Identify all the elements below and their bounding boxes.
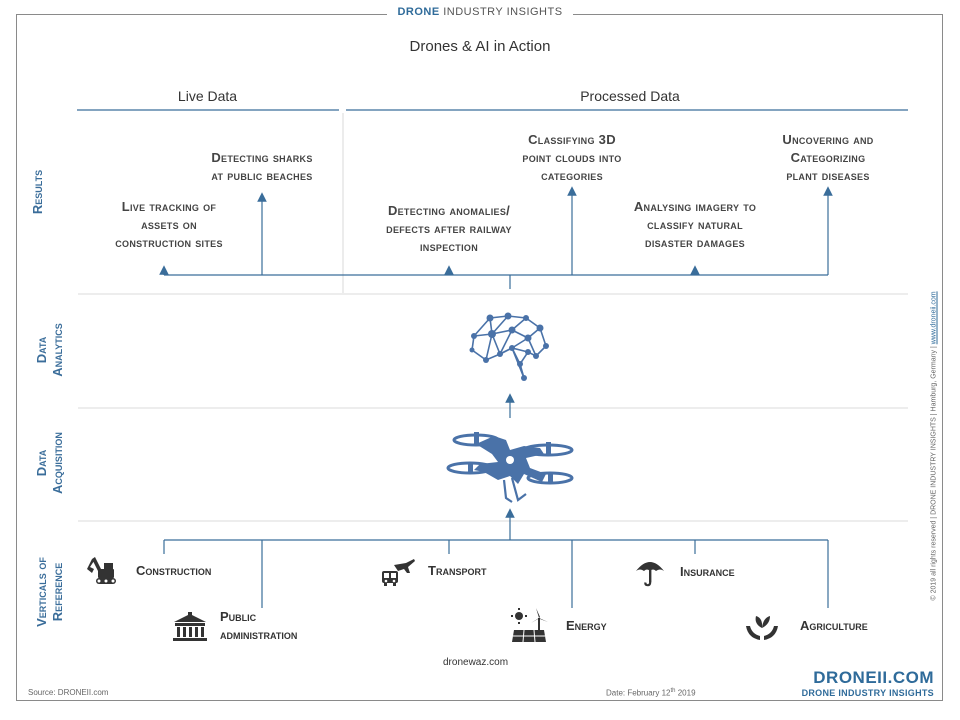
- result-line: Uncovering and: [782, 132, 874, 147]
- copyright-text: © 2019 all rights reserved | DRONE INDUS…: [930, 344, 938, 601]
- logo-sub-text: DRONE INDUSTRY INSIGHTS: [801, 688, 934, 698]
- vertical-transport: Transport: [428, 563, 487, 578]
- result-line: assets on: [141, 217, 197, 232]
- date-suffix: th: [670, 688, 676, 694]
- result-line: Classifying 3D: [528, 132, 616, 147]
- plant-hands-icon: [746, 616, 778, 640]
- result-line: plant diseases: [786, 168, 870, 183]
- solar-wind-icon: [511, 608, 548, 643]
- result-line: categories: [541, 168, 603, 183]
- result-plant-diseases: Uncovering and Categorizing plant diseas…: [752, 131, 904, 185]
- result-line: Detecting sharks: [211, 150, 313, 165]
- row-label-analytics-1: Data: [34, 336, 49, 364]
- result-line: Detecting anomalies/: [387, 203, 511, 218]
- row-label-results: Results: [30, 152, 46, 232]
- result-line: inspection: [419, 239, 478, 254]
- brand-header: DRONE INDUSTRY INSIGHTS: [0, 6, 960, 18]
- result-line: Analysing imagery to: [633, 199, 757, 214]
- droneii-logo: DRONEII.COM DRONE INDUSTRY INSIGHTS: [802, 668, 934, 698]
- date-year: 2019: [675, 688, 696, 698]
- result-detecting-anomalies: Detecting anomalies/ defects after railw…: [356, 202, 542, 256]
- result-line: classify natural: [647, 217, 743, 232]
- result-line: Live tracking of: [121, 199, 217, 214]
- result-line: disaster damages: [645, 235, 745, 250]
- brand-bold: DRONE: [397, 6, 440, 18]
- vertical-insurance: Insurance: [680, 564, 735, 579]
- result-live-tracking: Live tracking of assets on construction …: [84, 198, 254, 252]
- vertical-agriculture: Agriculture: [800, 618, 868, 633]
- result-detecting-sharks: Detecting sharks at public beaches: [187, 149, 337, 185]
- result-line: construction sites: [115, 235, 223, 250]
- row-label-results-text: Results: [30, 169, 45, 215]
- vertical-public-line-1: Public: [220, 609, 257, 624]
- government-building-icon: [173, 612, 207, 641]
- date-text: Date: February 12th 2019: [606, 688, 696, 698]
- row-label-analytics-2: Analytics: [50, 323, 65, 377]
- vertical-construction: Construction: [136, 563, 212, 578]
- brain-network-icon: [469, 312, 549, 381]
- vertical-public-line-2: administration: [220, 627, 298, 642]
- drone-icon: [446, 432, 574, 503]
- row-label-acquisition-2: Acquisition: [50, 432, 65, 494]
- row-label-acquisition-1: Data: [34, 449, 49, 477]
- plane-bus-icon: [382, 559, 415, 586]
- umbrella-icon: [636, 562, 664, 587]
- result-line: at public beaches: [211, 168, 313, 183]
- watermark-text: dronewaz.com: [443, 657, 509, 668]
- vertical-public-administration: Public administration: [220, 608, 297, 644]
- date-prefix: Date: February 12: [606, 688, 671, 698]
- copyright-side-note: © 2019 all rights reserved | DRONE INDUS…: [930, 291, 938, 601]
- row-label-verticals-2: Reference: [50, 562, 65, 622]
- result-analysing-imagery: Analysing imagery to classify natural di…: [606, 198, 784, 252]
- live-data-header: Live Data: [177, 88, 238, 104]
- result-classifying-3d: Classifying 3D point clouds into categor…: [492, 131, 652, 185]
- logo-main-text: DRONEII.COM: [813, 668, 934, 687]
- brand-rest: INDUSTRY INSIGHTS: [439, 6, 563, 18]
- result-line: defects after railway: [386, 221, 512, 236]
- source-text: Source: DRONEII.com: [28, 688, 109, 697]
- vertical-energy: Energy: [566, 618, 607, 633]
- result-line: Categorizing: [790, 150, 866, 165]
- website-link[interactable]: www.droneii.com: [930, 291, 938, 345]
- processed-data-header: Processed Data: [580, 88, 680, 104]
- row-label-verticals-1: Verticals of: [34, 557, 49, 627]
- result-line: point clouds into: [522, 150, 622, 165]
- page-title: Drones & AI in Action: [409, 38, 551, 55]
- excavator-icon: [87, 557, 116, 584]
